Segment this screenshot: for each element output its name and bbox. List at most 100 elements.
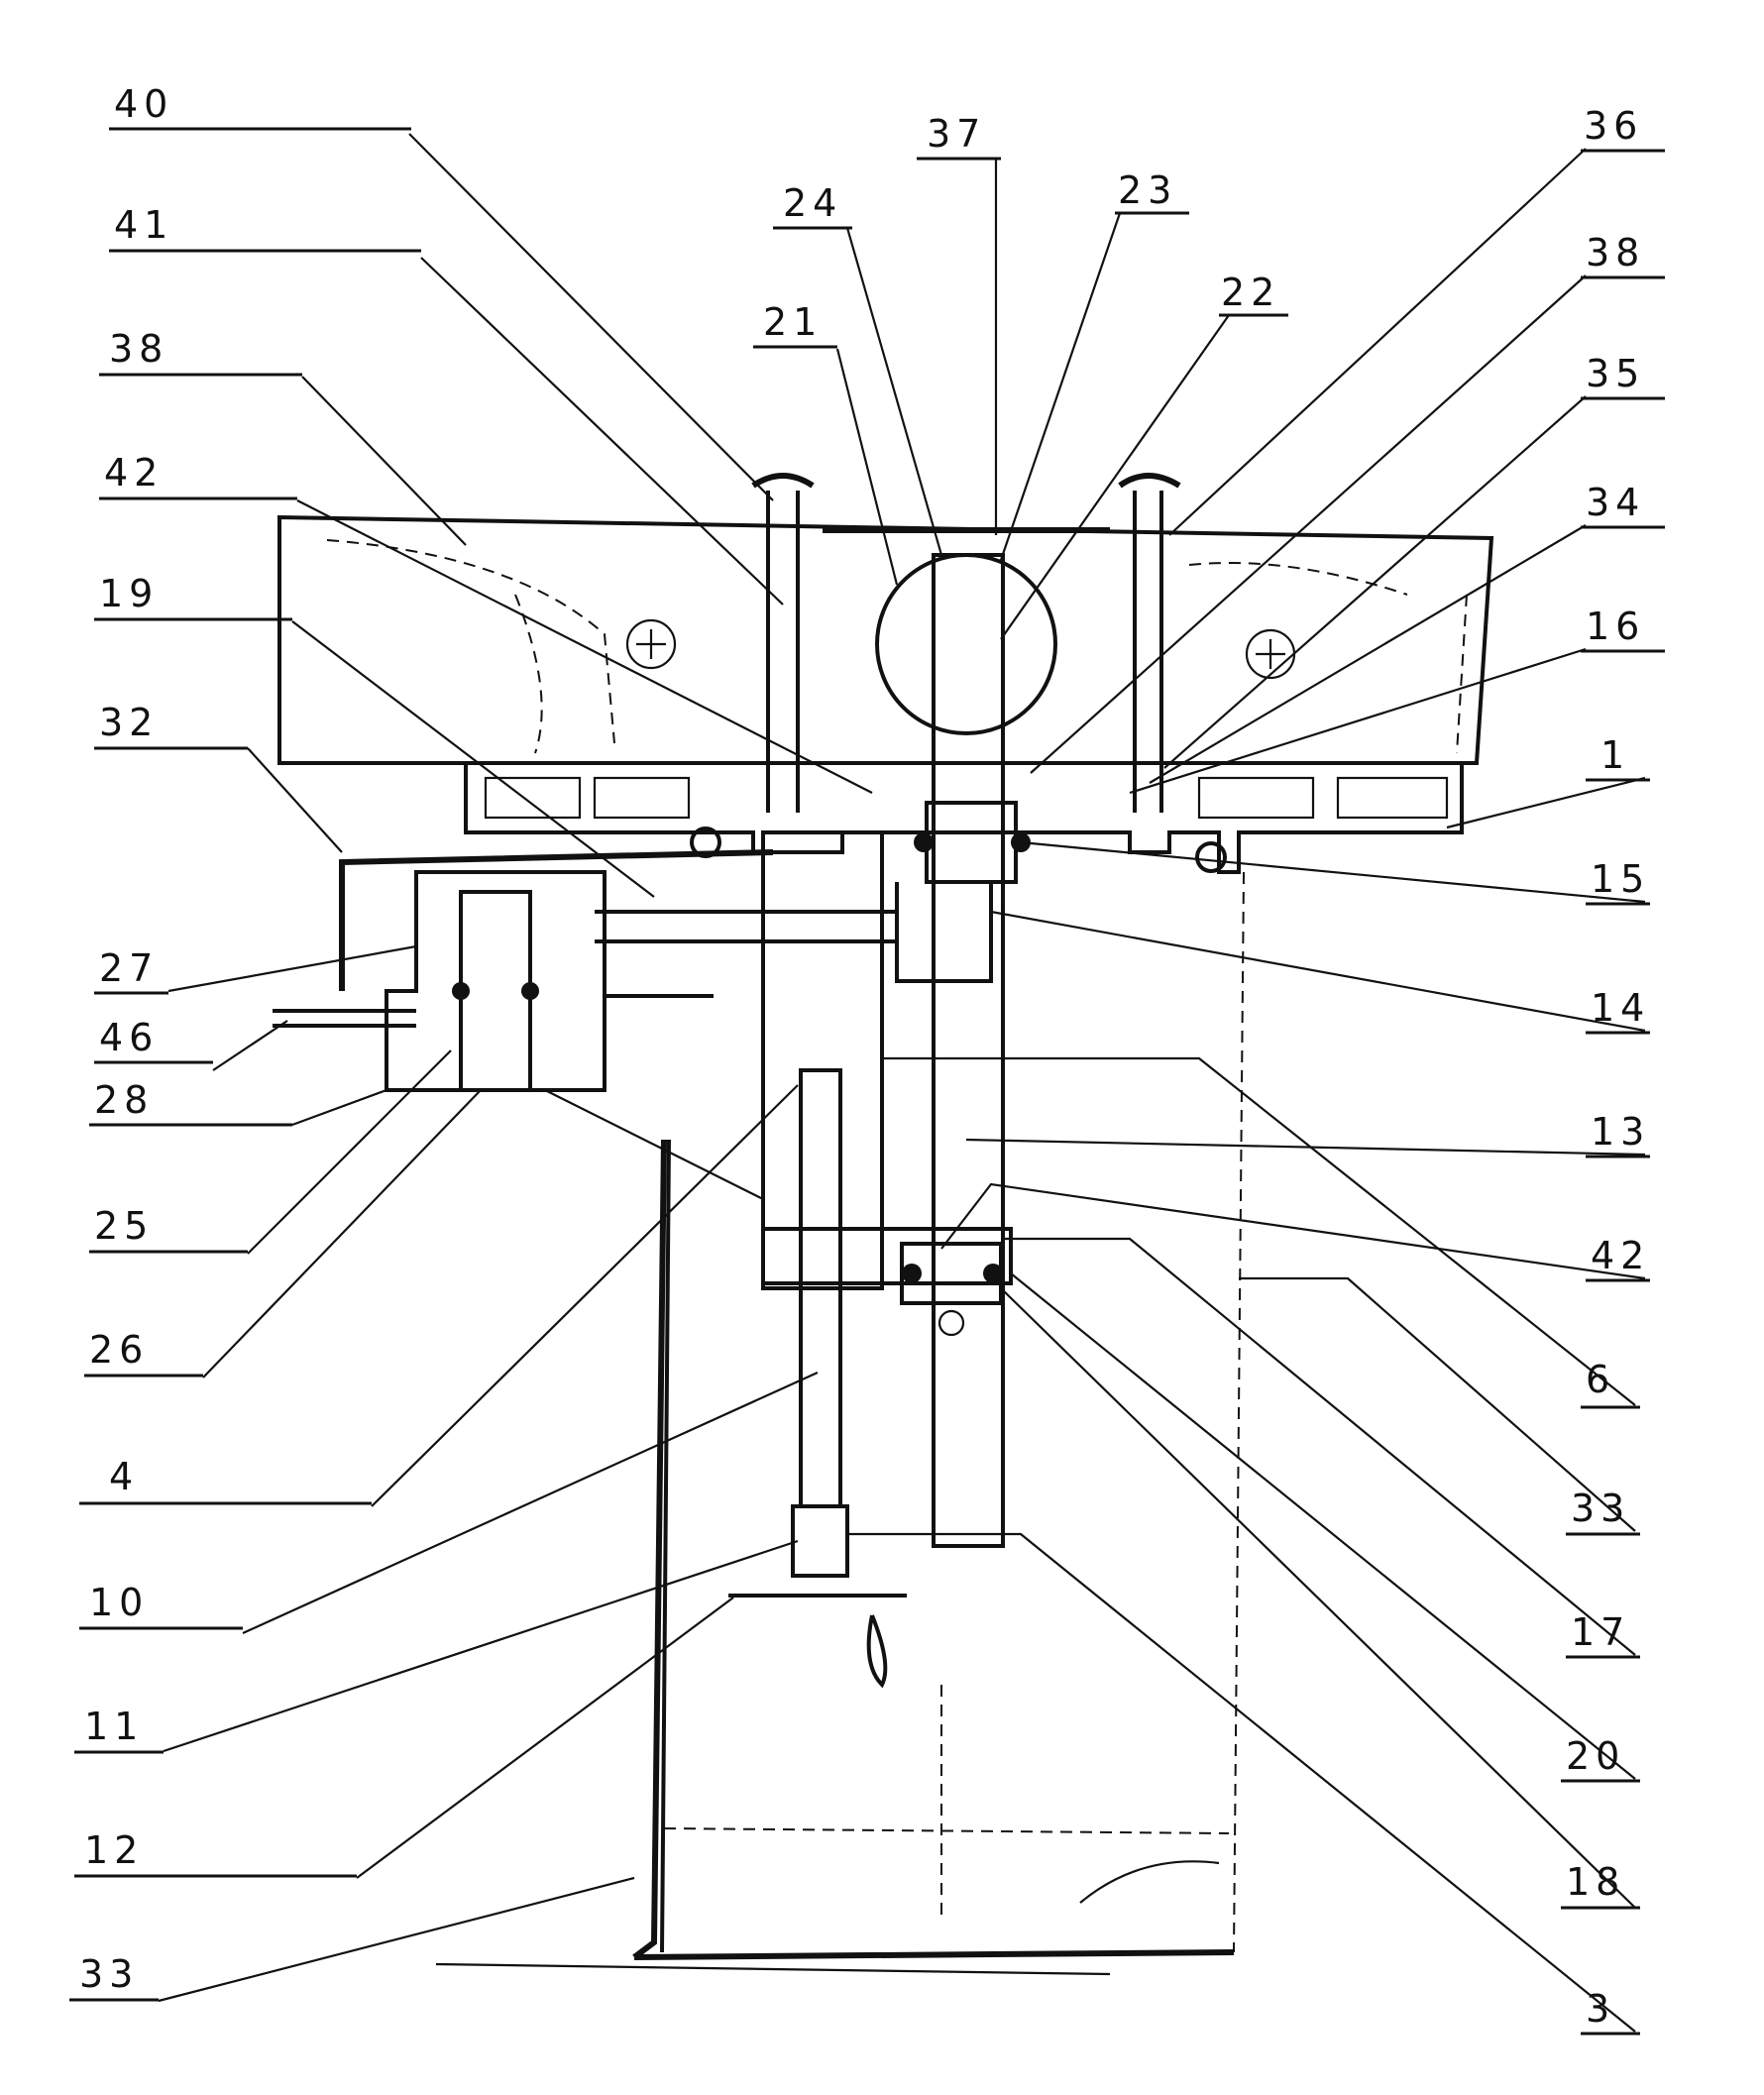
leader-15 (1020, 840, 1646, 904)
label-16: 16 (1586, 605, 1645, 648)
labels-right: 36 38 35 34 16 1 15 14 13 42 6 33 17 20 … (1561, 104, 1665, 2036)
labels-left: 40 41 38 42 19 32 27 46 28 25 26 4 10 11… (69, 82, 421, 2002)
leader-33b (1239, 1276, 1636, 1532)
leader-13 (965, 1138, 1646, 1157)
leader-46 (212, 1020, 288, 1071)
leader-38b (1030, 275, 1587, 774)
leader-20 (1010, 1272, 1636, 1780)
top-housing-hidden-lines (326, 539, 1468, 754)
leader-35 (1163, 395, 1587, 769)
adjusting-screw-46 (273, 1009, 416, 1028)
leader-26 (202, 1089, 764, 1378)
label-1: 1 (1600, 733, 1630, 777)
label-40: 40 (114, 82, 173, 126)
label-26: 26 (89, 1328, 149, 1372)
gear-housing (385, 870, 606, 1092)
nozzle-tip (866, 1614, 888, 1689)
gear-hub (459, 890, 532, 1092)
pin-left-mark (636, 629, 666, 659)
label-34: 34 (1586, 481, 1645, 524)
leader-lines (158, 133, 1646, 2033)
base-plate-slot-3 (1197, 776, 1315, 820)
label-22: 22 (1221, 271, 1280, 314)
label-6: 6 (1586, 1358, 1615, 1401)
label-41: 41 (114, 203, 173, 247)
base-plate-slot-2 (593, 776, 691, 820)
label-42a: 42 (104, 451, 164, 495)
leader-32 (247, 747, 343, 853)
label-28: 28 (94, 1078, 154, 1122)
lower-bearing-ball-right-icon (983, 1264, 1003, 1283)
ground-line (435, 1962, 1111, 1976)
leader-34 (1149, 524, 1587, 784)
leader-4 (371, 1084, 799, 1507)
bearing-ball-left-icon (914, 832, 934, 852)
leader-11 (163, 1539, 799, 1753)
leader-16 (1129, 647, 1587, 795)
leader-22 (1000, 314, 1230, 640)
leader-40 (408, 133, 774, 501)
label-38a: 38 (109, 327, 168, 371)
leader-21 (835, 348, 899, 586)
horizontal-arm (595, 910, 897, 943)
label-19: 19 (99, 572, 159, 615)
leader-10 (242, 1371, 819, 1635)
mechanism (273, 473, 1494, 1976)
base-plate (464, 761, 1464, 874)
leader-1 (1446, 776, 1646, 829)
base-plate-slot-1 (484, 776, 582, 820)
label-14: 14 (1591, 986, 1650, 1030)
label-20: 20 (1566, 1734, 1625, 1778)
column-collar (761, 1227, 1013, 1285)
lower-shaft-hole-icon (937, 1309, 965, 1337)
pin-left-icon (625, 618, 677, 670)
fork-bracket (895, 882, 993, 983)
label-15: 15 (1591, 857, 1650, 901)
label-32: 32 (99, 701, 159, 744)
handle-bolt-right (1133, 491, 1163, 813)
container-right-wall (1233, 871, 1245, 1953)
leader-18 (1000, 1287, 1636, 1909)
leader-42b (940, 1182, 1646, 1280)
label-21: 21 (763, 300, 823, 344)
liquid-level-line (663, 1827, 1230, 1834)
leader-25 (247, 1049, 452, 1255)
leader-12 (356, 1597, 734, 1879)
leader-23 (999, 212, 1122, 561)
label-42b: 42 (1591, 1234, 1650, 1277)
label-36: 36 (1584, 104, 1643, 148)
handle-bolt-left (766, 491, 800, 813)
container-left-wall (660, 1139, 671, 1953)
gear-bearing-left-icon (452, 982, 470, 1000)
label-33b: 33 (1571, 1487, 1630, 1530)
leader-28 (291, 1088, 387, 1127)
label-18: 18 (1566, 1860, 1625, 1904)
handle-knob-left (751, 473, 815, 489)
label-25: 25 (94, 1204, 154, 1248)
label-35: 35 (1586, 352, 1645, 395)
liquid-surface-mark (1079, 1860, 1220, 1904)
shaft-ring (875, 553, 1057, 735)
leader-6 (882, 1056, 1636, 1406)
screw-right-icon (1195, 841, 1227, 873)
label-38b: 38 (1586, 231, 1645, 275)
pin-right-mark (1256, 639, 1285, 669)
leader-19 (291, 620, 655, 898)
leader-36 (1168, 148, 1587, 536)
label-23: 23 (1118, 168, 1177, 212)
label-17: 17 (1571, 1610, 1630, 1654)
label-37: 37 (927, 112, 986, 156)
supply-pipe (339, 849, 774, 991)
label-13: 13 (1591, 1110, 1650, 1154)
central-shaft (932, 553, 1005, 1548)
lower-bearing-ball-left-icon (902, 1264, 922, 1283)
label-27: 27 (99, 946, 159, 990)
nozzle-body (791, 1504, 849, 1578)
leader-24 (845, 227, 943, 556)
label-24: 24 (783, 181, 842, 225)
handle-knob-right (1118, 473, 1181, 489)
label-46: 46 (99, 1016, 159, 1059)
leader-33a (158, 1876, 635, 2003)
label-33a: 33 (79, 1952, 139, 1996)
